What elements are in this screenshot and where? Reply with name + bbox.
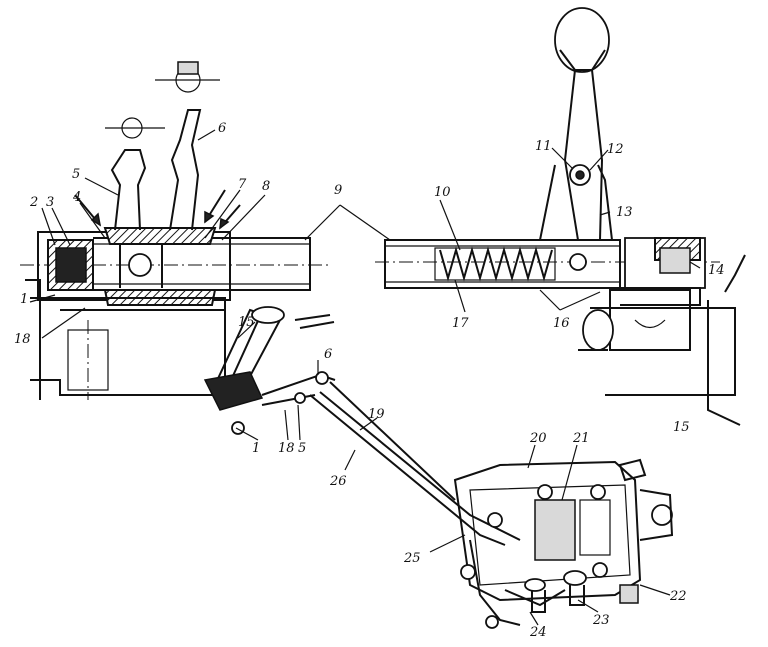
callout-7: 7 (238, 177, 247, 192)
callout-15-bottom: 15 (238, 315, 255, 330)
gearbox-cover (453, 458, 674, 613)
left-leaders (29, 129, 391, 339)
callout-2: 2 (29, 195, 38, 210)
callout-26: 26 (329, 474, 347, 489)
callout-5-bottom: 5 (298, 441, 306, 456)
callout-21: 21 (572, 431, 590, 446)
callout-1-left: 1 (20, 292, 28, 307)
callout-8: 8 (262, 179, 270, 194)
callout-23: 23 (592, 613, 610, 628)
callout-5: 5 (72, 167, 80, 182)
callout-12: 12 (607, 142, 624, 157)
callout-15-right: 15 (673, 420, 690, 435)
callout-19: 19 (368, 407, 385, 422)
right-leaders (439, 147, 701, 313)
linkage-assembly (203, 306, 566, 629)
callout-18-left: 18 (14, 332, 31, 347)
callout-20: 20 (529, 431, 547, 446)
callout-3: 3 (46, 195, 54, 210)
callout-16: 16 (553, 316, 570, 331)
callout-10: 10 (434, 185, 451, 200)
callout-9: 9 (334, 183, 342, 198)
callout-labels: 2 3 4 5 6 7 8 9 10 11 12 13 14 15 16 17 … (14, 121, 725, 640)
callout-17: 17 (452, 316, 469, 331)
callout-18-bottom: 18 (278, 441, 295, 456)
bottom-leaders (235, 321, 671, 626)
callout-13: 13 (616, 205, 633, 220)
callout-11: 11 (535, 139, 552, 154)
right-lever-section (375, 7, 746, 426)
callout-14: 14 (708, 263, 725, 278)
callout-25: 25 (403, 551, 421, 566)
callout-1-bottom: 1 (252, 441, 260, 456)
left-rail-section (20, 61, 330, 400)
callout-24: 24 (529, 625, 547, 640)
callout-6-bottom: 6 (324, 347, 332, 362)
callout-4: 4 (72, 190, 81, 205)
callout-6: 6 (218, 121, 226, 136)
callout-22: 22 (669, 589, 687, 604)
